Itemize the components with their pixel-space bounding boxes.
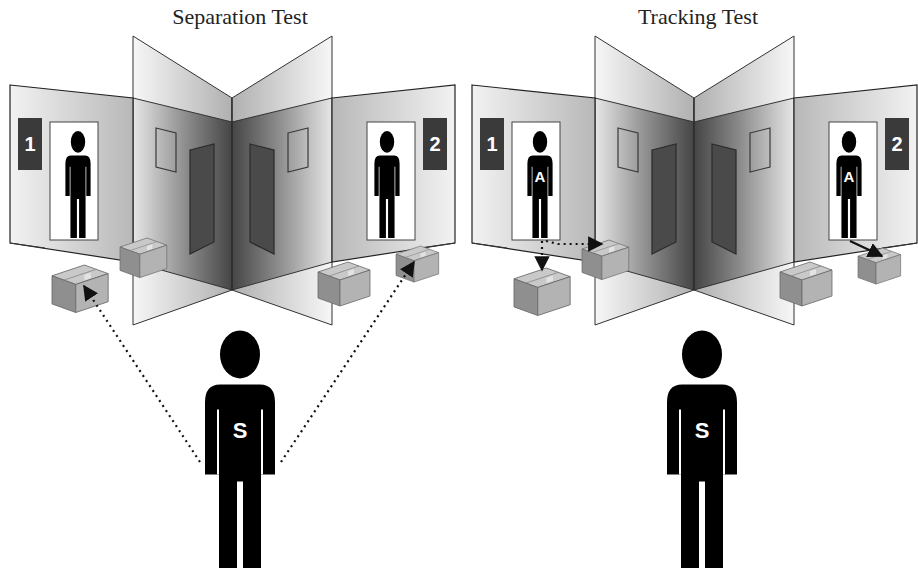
room-number: 2 (423, 134, 447, 154)
room-number-sign: 2 (885, 118, 909, 170)
room-number-sign: 1 (18, 118, 42, 170)
room-walls (472, 36, 917, 325)
tracking-room (472, 36, 917, 325)
box (582, 240, 629, 280)
box (396, 246, 439, 282)
box (52, 265, 108, 313)
person-silhouette (831, 130, 867, 238)
room-number: 2 (885, 134, 909, 154)
box (318, 262, 370, 306)
box (780, 262, 832, 306)
move-arrow (850, 241, 882, 256)
subject-figure: S (652, 328, 752, 568)
figure-letter: A (831, 169, 867, 184)
door-person (65, 131, 90, 238)
figure-letter: A (522, 169, 558, 184)
room-number-sign: 2 (423, 118, 447, 170)
panel-heading: Tracking Test (636, 6, 760, 28)
panel-heading: Separation Test (170, 6, 310, 28)
box (858, 248, 901, 284)
door-person (374, 131, 399, 238)
move-arrow (541, 241, 543, 270)
gaze-arrow (84, 286, 200, 462)
figure-letter: S (190, 420, 290, 442)
agent-figure: A (522, 130, 558, 238)
room-walls (10, 36, 455, 325)
subject-figure: S (190, 328, 290, 568)
person-silhouette (522, 130, 558, 238)
move-arrow (546, 241, 602, 244)
box (514, 268, 570, 316)
gaze-arrow (281, 262, 414, 462)
person-silhouette (190, 328, 290, 568)
box (120, 238, 167, 278)
figure-letter: S (652, 420, 752, 442)
person-silhouette (652, 328, 752, 568)
room-number: 1 (480, 134, 504, 154)
room-number-sign: 1 (480, 118, 504, 170)
agent-figure: A (831, 130, 867, 238)
room-number: 1 (18, 134, 42, 154)
